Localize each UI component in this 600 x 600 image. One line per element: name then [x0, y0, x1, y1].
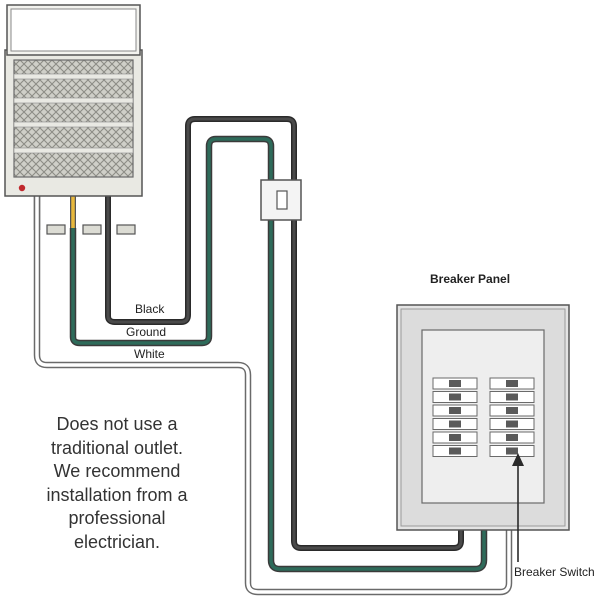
breaker-panel-title: Breaker Panel	[430, 272, 511, 286]
ground-wire	[69, 135, 488, 573]
installation-note: Does not use a traditional outlet. We re…	[22, 413, 212, 554]
arrow-icon	[512, 453, 524, 562]
breaker-toggle	[506, 407, 518, 414]
breaker-panel-icon	[396, 304, 570, 531]
white-wire	[33, 195, 513, 596]
breaker-toggle	[506, 380, 518, 387]
note-line: We recommend	[53, 461, 181, 481]
indicator-light-icon	[18, 184, 26, 192]
breaker-switch-label: Breaker Switch	[514, 565, 595, 579]
note-line: Does not use a	[56, 414, 178, 434]
breaker-toggle	[506, 420, 518, 428]
note-line: installation from a	[46, 484, 188, 505]
black-wire-label: Black	[135, 302, 165, 316]
breaker-toggle	[449, 407, 461, 414]
breaker-column-left	[432, 377, 478, 457]
heater-lead-wires	[33, 196, 111, 230]
wall-switch-icon	[260, 179, 302, 221]
note-line: electrician.	[73, 531, 161, 552]
note-line: professional	[68, 508, 166, 528]
breaker-toggle	[449, 393, 461, 401]
breaker-column-right	[489, 377, 535, 457]
ground-wire-label: Ground	[126, 325, 167, 339]
breaker-toggle	[506, 447, 518, 455]
white-wire-label: White	[134, 347, 165, 361]
breaker-toggle	[449, 380, 461, 387]
breaker-toggle	[449, 420, 461, 428]
note-line: traditional outlet.	[50, 437, 184, 458]
breaker-toggle	[506, 393, 518, 401]
breaker-toggle	[449, 434, 461, 441]
black-wire	[105, 116, 464, 551]
breaker-toggle	[506, 434, 518, 441]
breaker-toggle	[449, 447, 461, 455]
wire-connectors	[46, 224, 136, 235]
heater-icon	[4, 4, 143, 197]
